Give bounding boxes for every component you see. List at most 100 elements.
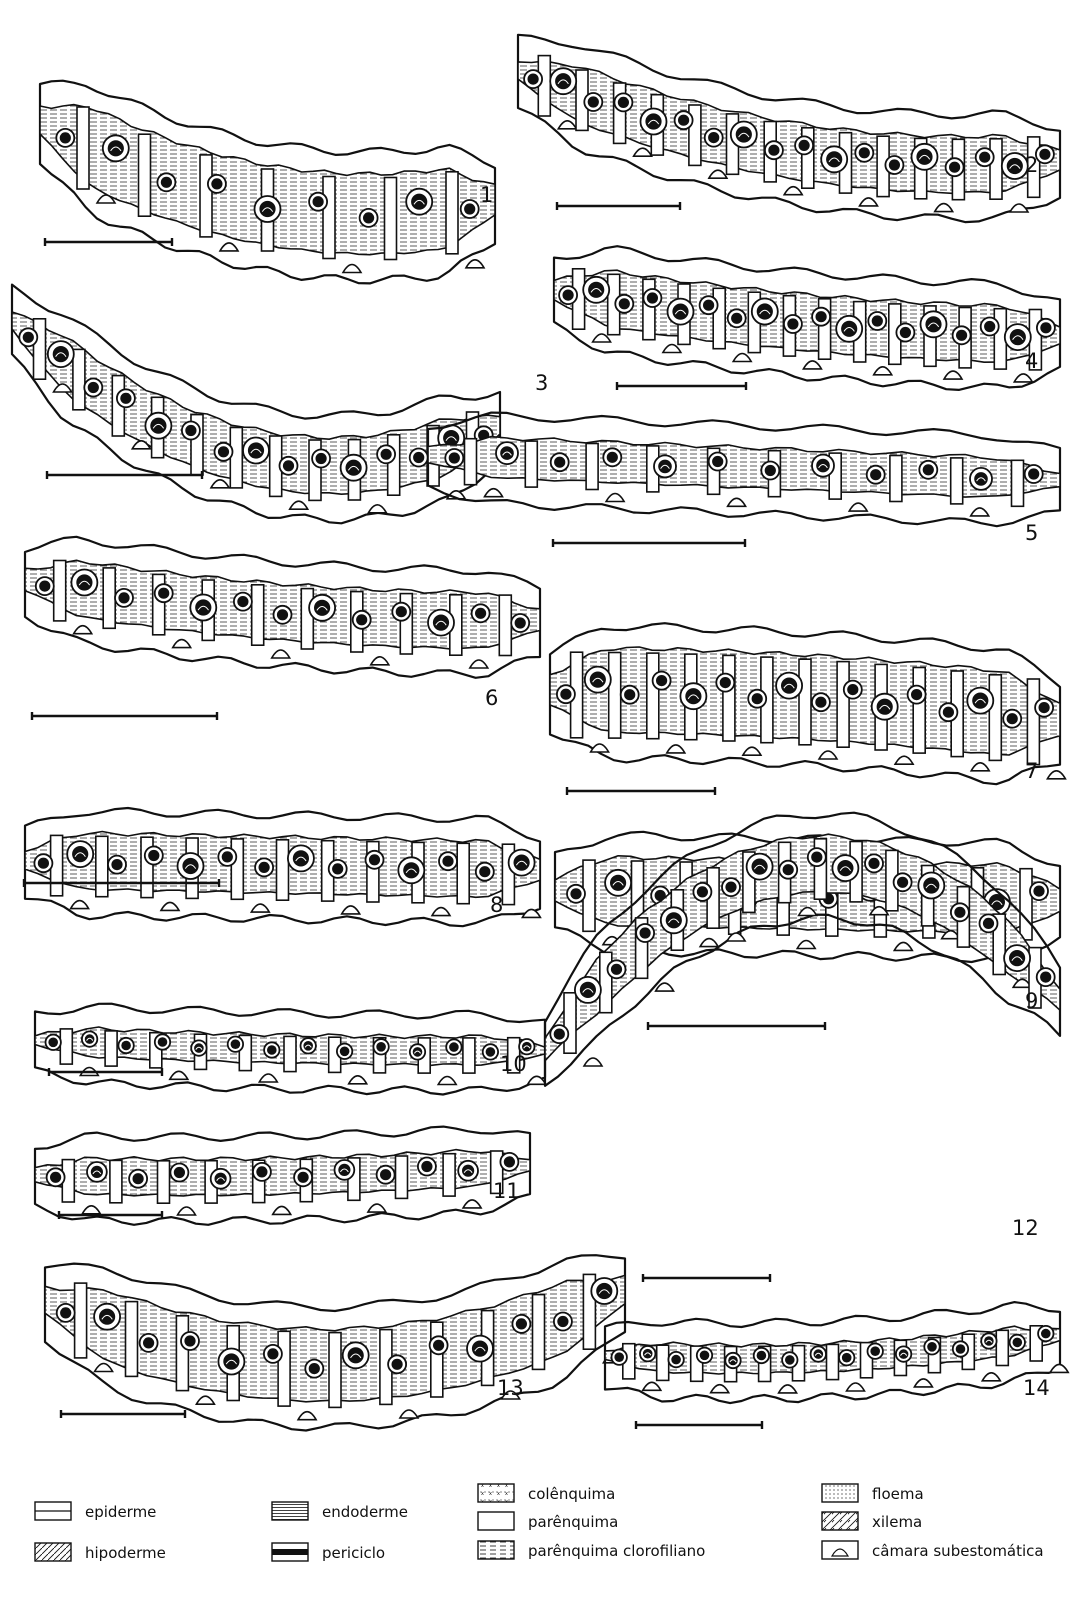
vascular-bundle <box>341 455 367 481</box>
vascular-bundle <box>410 1044 425 1059</box>
substomatal-chamber <box>860 198 878 206</box>
vascular-bundle <box>264 1042 279 1057</box>
girder <box>200 155 212 237</box>
vascular-bundle <box>661 907 687 933</box>
substomatal-chamber <box>220 243 238 251</box>
substomatal-chamber <box>971 763 989 771</box>
substomatal-chamber <box>485 489 503 497</box>
substomatal-chamber <box>849 503 867 511</box>
legend: epidermehipodermeendodermepericiclocolên… <box>35 1484 1044 1562</box>
substomatal-chamber <box>584 1058 602 1066</box>
vascular-bundle <box>190 595 216 621</box>
vascular-bundle <box>94 1304 120 1330</box>
substomatal-chamber <box>1050 1364 1068 1372</box>
girder <box>913 668 925 754</box>
girder <box>499 595 511 655</box>
panel-number: 11 <box>493 1179 520 1203</box>
girder <box>713 288 725 348</box>
vascular-bundle <box>912 144 938 170</box>
vascular-bundle <box>353 611 371 629</box>
panel-number: 6 <box>485 686 498 710</box>
vascular-bundle <box>550 1025 568 1043</box>
girder <box>60 1029 72 1064</box>
girder <box>385 178 397 260</box>
vascular-bundle <box>608 960 626 978</box>
leaf-section-6 <box>25 537 540 720</box>
vascular-bundle <box>636 924 654 942</box>
vascular-bundle <box>951 903 969 921</box>
legend-swatch <box>822 1541 858 1559</box>
legend-item-periciclo: periciclo <box>272 1543 385 1562</box>
vascular-bundle <box>343 1342 369 1368</box>
vascular-bundle <box>855 144 873 162</box>
vascular-bundle <box>808 848 826 866</box>
vascular-bundle <box>140 1334 158 1352</box>
vascular-bundle <box>418 1158 436 1176</box>
vascular-bundle <box>255 196 281 222</box>
vascular-bundle <box>643 289 661 307</box>
vascular-bundle <box>360 209 378 227</box>
mesophyll-band <box>518 61 1060 193</box>
girder <box>465 439 477 485</box>
girder <box>1020 869 1032 940</box>
legend-item-hipoderme: hipoderme <box>35 1543 166 1562</box>
vascular-bundle <box>640 1346 655 1361</box>
substomatal-chamber <box>342 906 360 914</box>
vascular-bundle <box>614 93 632 111</box>
vascular-bundle <box>476 863 494 881</box>
vascular-bundle <box>467 1336 493 1362</box>
panel-number: 3 <box>535 371 548 395</box>
vascular-bundle <box>795 136 813 154</box>
girder <box>103 568 115 628</box>
substomatal-chamber <box>667 745 685 753</box>
vascular-bundle <box>865 854 883 872</box>
legend-label: parênquima <box>528 1513 618 1531</box>
vascular-bundle <box>921 311 947 337</box>
girder <box>231 839 243 899</box>
vascular-bundle <box>554 1313 572 1331</box>
substomatal-chamber <box>1014 374 1032 382</box>
vascular-bundle <box>48 341 74 367</box>
substomatal-chamber <box>211 480 229 488</box>
girder <box>77 107 89 189</box>
substomatal-chamber <box>656 983 674 991</box>
legend-label: colênquima <box>528 1485 615 1503</box>
vascular-bundle <box>748 690 766 708</box>
girder <box>799 659 811 745</box>
vascular-bundle <box>410 449 428 467</box>
girder <box>105 1031 117 1066</box>
vascular-bundle <box>1002 153 1028 179</box>
substomatal-chamber <box>251 904 269 912</box>
substomatal-chamber <box>663 345 681 353</box>
vascular-bundle <box>294 1168 312 1186</box>
girder <box>600 952 612 1012</box>
vascular-bundle <box>981 318 999 336</box>
vascular-bundle <box>253 1163 271 1181</box>
vascular-bundle <box>868 1344 883 1359</box>
vascular-bundle <box>752 299 778 325</box>
vascular-bundle <box>118 1038 133 1053</box>
substomatal-chamber <box>895 756 913 764</box>
legend-item-colenquima: colênquima <box>478 1484 615 1503</box>
girder <box>1012 460 1024 506</box>
substomatal-chamber <box>82 1206 100 1214</box>
girder <box>54 561 66 621</box>
vascular-bundle <box>191 1040 206 1055</box>
substomatal-chamber <box>290 501 308 509</box>
vascular-bundle <box>218 1349 244 1375</box>
substomatal-chamber <box>797 941 815 949</box>
leaf-section-8 <box>24 808 540 926</box>
substomatal-chamber <box>709 170 727 178</box>
vascular-bundle <box>812 308 830 326</box>
girder <box>96 836 108 896</box>
legend-swatch <box>478 1541 514 1559</box>
leaf-section-1 <box>40 81 495 284</box>
panel-number: 5 <box>1025 521 1038 545</box>
substomatal-chamber <box>894 942 912 950</box>
substomatal-chamber <box>298 1412 316 1420</box>
vascular-bundle <box>776 673 802 699</box>
vascular-bundle <box>976 148 994 166</box>
vascular-bundle <box>728 309 746 327</box>
girder <box>647 653 659 739</box>
vascular-bundle <box>129 1170 147 1188</box>
